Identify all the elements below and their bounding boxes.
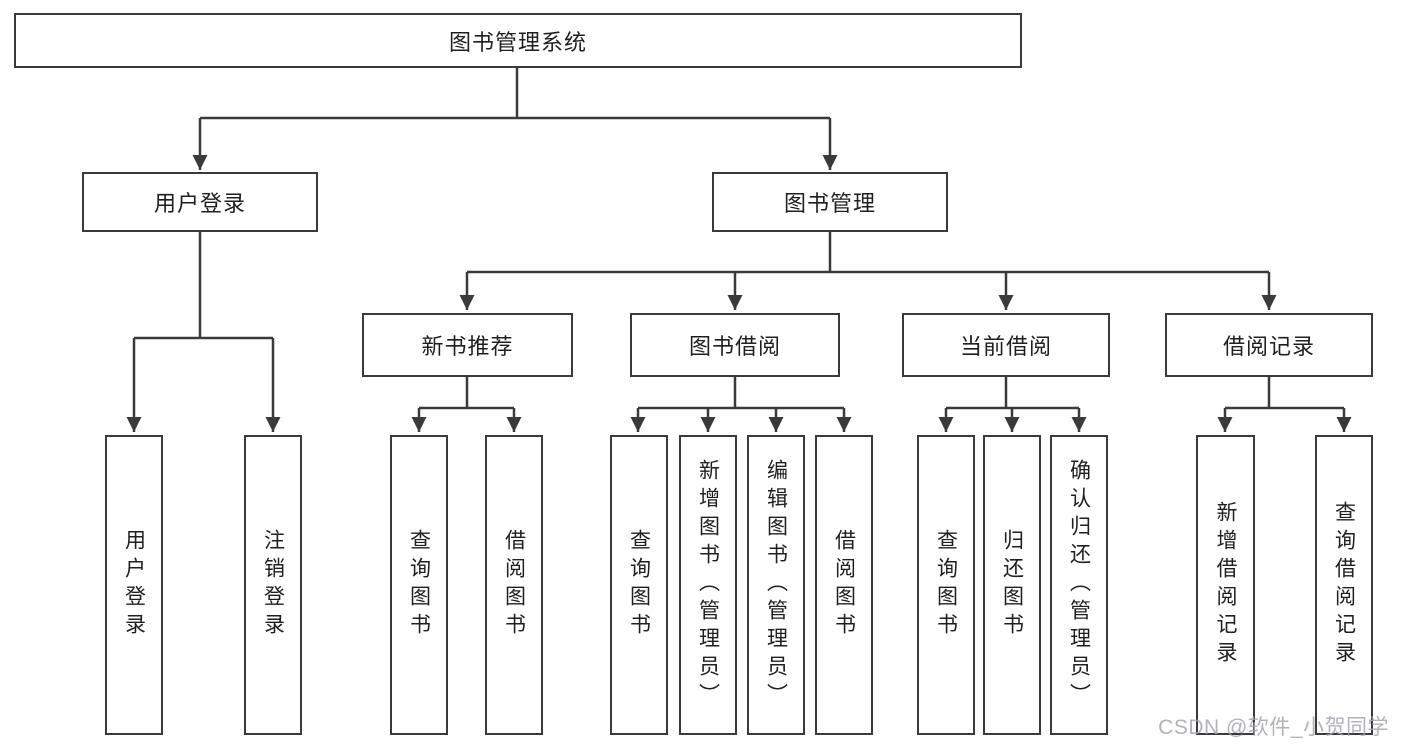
leaf-add-books-admin: 新增图书（管理员） — [679, 435, 737, 735]
leaf-return-books: 归还图书 — [983, 435, 1041, 735]
node-label: 新增借阅记录 — [1214, 501, 1237, 669]
node-label: 图书借阅 — [688, 334, 781, 359]
node-label: 图书管理 — [783, 191, 876, 216]
node-label: 当前借阅 — [959, 334, 1052, 359]
node-label: 新增图书（管理员） — [696, 459, 720, 711]
leaf-query-books-current: 查询图书 — [917, 435, 975, 735]
node-label: 用户登录 — [122, 529, 146, 641]
leaf-borrow-books-recommend: 借阅图书 — [485, 435, 543, 735]
node-label: 确认归还（管理员） — [1067, 459, 1091, 711]
leaf-confirm-return-admin: 确认归还（管理员） — [1050, 435, 1108, 735]
node-label: 查询图书 — [627, 529, 651, 641]
node-label: 查询图书 — [934, 529, 958, 641]
node-label: 新书推荐 — [421, 334, 514, 359]
leaf-query-books-recommend: 查询图书 — [390, 435, 448, 735]
node-label: 用户登录 — [153, 191, 246, 216]
node-user-login: 用户登录 — [82, 172, 318, 232]
node-label: 编辑图书（管理员） — [764, 459, 788, 711]
node-label: 查询图书 — [407, 529, 431, 641]
leaf-query-books-borrowing: 查询图书 — [610, 435, 668, 735]
node-label: 借阅记录 — [1222, 334, 1315, 359]
node-label: 借阅图书 — [502, 529, 526, 641]
leaf-query-borrow-record: 查询借阅记录 — [1315, 435, 1373, 735]
node-new-book-recommend: 新书推荐 — [362, 313, 573, 377]
node-borrow-records: 借阅记录 — [1165, 313, 1373, 377]
node-label: 借阅图书 — [832, 529, 856, 641]
leaf-borrow-books: 借阅图书 — [815, 435, 873, 735]
node-label: 图书管理系统 — [448, 29, 587, 55]
node-book-management: 图书管理 — [712, 172, 948, 232]
node-label: 查询借阅记录 — [1332, 501, 1356, 669]
leaf-add-borrow-record: 新增借阅记录 — [1196, 435, 1255, 735]
leaf-edit-books-admin: 编辑图书（管理员） — [747, 435, 805, 735]
node-label: 归还图书 — [1000, 529, 1024, 641]
node-book-borrowing: 图书借阅 — [630, 313, 840, 377]
node-label: 注销登录 — [261, 529, 285, 641]
csdn-watermark: CSDN @软件_小贺同学 — [1158, 716, 1389, 739]
node-root-library-system: 图书管理系统 — [14, 13, 1022, 68]
leaf-user-login: 用户登录 — [105, 435, 163, 735]
leaf-logout: 注销登录 — [244, 435, 302, 735]
node-current-borrowing: 当前借阅 — [902, 313, 1110, 377]
